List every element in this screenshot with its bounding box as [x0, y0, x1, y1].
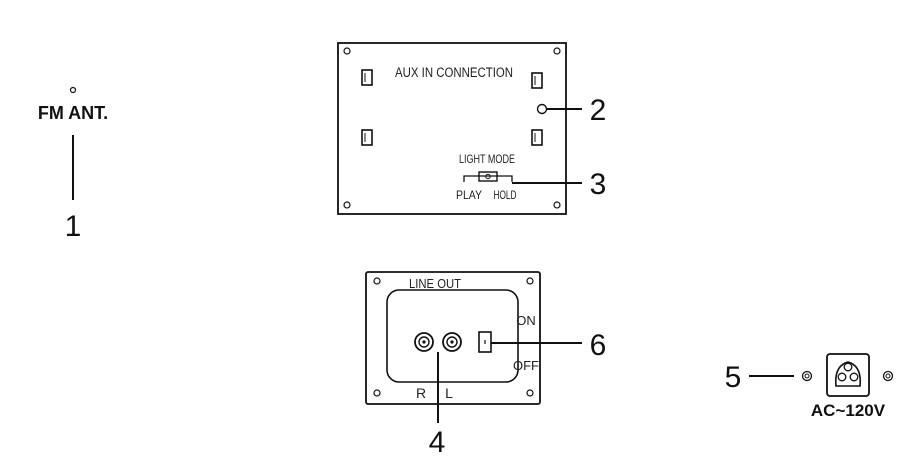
ac-socket-housing-icon	[826, 353, 870, 397]
aux-panel-title: AUX IN CONNECTION	[395, 65, 513, 80]
line-out-screw-bottom-left-icon	[373, 389, 381, 397]
line-out-title: LINE OUT	[409, 276, 461, 291]
switch-off-label: OFF	[513, 358, 539, 373]
line-out-outer-outline	[365, 271, 541, 405]
callout-6: 6	[590, 329, 607, 362]
aux-in-jack-icon[interactable]	[536, 103, 548, 115]
aux-in-panel: AUX IN CONNECTION 2 LIGHT MODE PLA	[337, 42, 607, 215]
line-out-screw-bottom-right-icon	[526, 389, 534, 397]
ac-screw-left-icon	[801, 370, 813, 382]
rca-jack-right-icon[interactable]	[414, 332, 434, 352]
light-mode-play-label: PLAY	[456, 188, 482, 202]
aux-screw-bottom-left-icon	[343, 201, 351, 209]
callout-3: 3	[590, 168, 607, 201]
ac-power-inlet-icon[interactable]	[834, 361, 862, 387]
ac-screw-right-icon	[882, 370, 894, 382]
light-mode-slider-knob-icon	[485, 173, 491, 180]
ac-input: 5 AC~120V	[725, 353, 894, 420]
light-mode-title: LIGHT MODE	[459, 152, 515, 166]
light-mode-switch[interactable]: LIGHT MODE PLAY HOLD	[456, 152, 517, 202]
rca-right-label: R	[416, 385, 426, 401]
fm-antenna: FM ANT. 1	[38, 86, 108, 243]
callout-5: 5	[725, 361, 742, 394]
rca-jack-left-icon[interactable]	[442, 332, 462, 352]
light-mode-bracket-icon	[463, 175, 513, 182]
rca-left-label: L	[445, 385, 453, 401]
aux-panel-outline	[337, 42, 567, 215]
switch-on-label: ON	[516, 313, 536, 328]
aux-screw-bottom-right-icon	[553, 201, 561, 209]
callout-1: 1	[65, 210, 82, 243]
fm-antenna-label: FM ANT.	[38, 103, 108, 123]
ac-voltage-label: AC~120V	[811, 401, 886, 420]
line-out-screw-top-right-icon	[526, 277, 534, 285]
callout-2: 2	[590, 94, 607, 127]
callout-4: 4	[429, 426, 446, 459]
aux-slot-bottom-left-icon	[361, 129, 373, 146]
line-out-panel: LINE OUT R L 4 ON OFF 6	[365, 271, 607, 459]
light-mode-hold-label: HOLD	[494, 188, 517, 202]
line-out-screw-top-left-icon	[373, 277, 381, 285]
aux-screw-top-left-icon	[343, 47, 351, 55]
aux-slot-top-right-icon	[531, 72, 543, 89]
aux-slot-bottom-right-icon	[531, 129, 543, 146]
light-mode-slider-icon[interactable]	[478, 171, 498, 182]
aux-screw-top-right-icon	[553, 47, 561, 55]
fm-antenna-terminal-icon	[69, 86, 77, 94]
line-out-inner-outline	[386, 289, 519, 383]
aux-slot-top-left-icon	[361, 69, 373, 86]
